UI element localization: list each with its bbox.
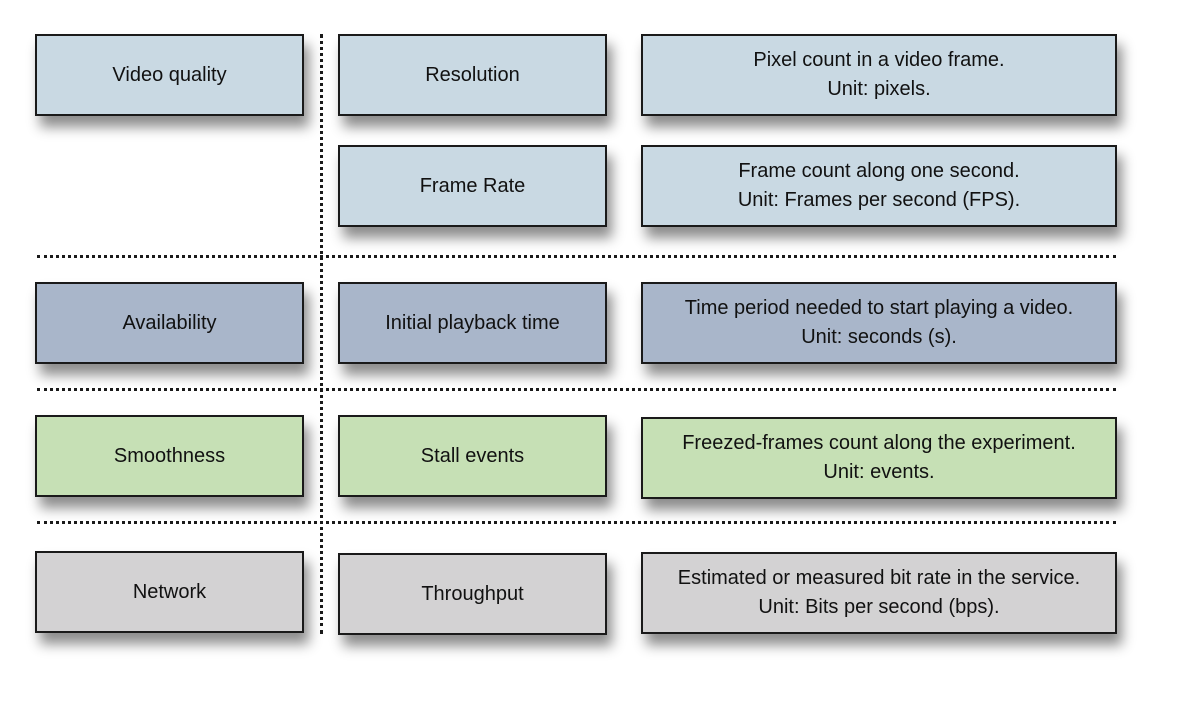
description-resolution: Pixel count in a video frame. Unit: pixe…: [641, 34, 1117, 116]
unit-line: Unit: events.: [823, 461, 935, 483]
description-line: Pixel count in a video frame.: [753, 49, 1005, 71]
description-frame-rate: Frame count along one second. Unit: Fram…: [641, 145, 1117, 227]
category-label: Network: [132, 580, 207, 603]
vertical-divider: [320, 34, 323, 634]
metric-throughput: Throughput: [338, 553, 607, 635]
unit-line: Unit: Frames per second (FPS).: [737, 189, 1021, 211]
metric-label: Stall events: [420, 444, 525, 467]
category-label: Video quality: [112, 63, 227, 86]
metric-frame-rate: Frame Rate: [338, 145, 607, 227]
category-availability: Availability: [35, 282, 304, 364]
row-divider-1: [37, 255, 1116, 258]
description-initial-playback-time: Time period needed to start playing a vi…: [641, 282, 1117, 364]
description-line: Estimated or measured bit rate in the se…: [677, 567, 1081, 589]
metric-label: Initial playback time: [385, 311, 560, 334]
metric-stall-events: Stall events: [338, 415, 607, 497]
metric-resolution: Resolution: [338, 34, 607, 116]
metric-label: Resolution: [425, 63, 520, 86]
category-video-quality: Video quality: [35, 34, 304, 116]
category-label: Availability: [122, 311, 217, 334]
row-divider-3: [37, 521, 1116, 524]
metric-label: Throughput: [421, 582, 524, 605]
category-network: Network: [35, 551, 304, 633]
metric-label: Frame Rate: [419, 174, 526, 197]
category-smoothness: Smoothness: [35, 415, 304, 497]
category-label: Smoothness: [113, 444, 226, 467]
description-line: Time period needed to start playing a vi…: [684, 297, 1074, 319]
row-divider-2: [37, 388, 1116, 391]
description-line: Freezed-frames count along the experimen…: [682, 432, 1076, 454]
description-throughput: Estimated or measured bit rate in the se…: [641, 552, 1117, 634]
description-stall-events: Freezed-frames count along the experimen…: [641, 417, 1117, 499]
description-line: Frame count along one second.: [738, 160, 1020, 182]
unit-line: Unit: Bits per second (bps).: [758, 596, 1000, 618]
unit-line: Unit: seconds (s).: [801, 326, 957, 348]
unit-line: Unit: pixels.: [827, 78, 931, 100]
metric-initial-playback-time: Initial playback time: [338, 282, 607, 364]
